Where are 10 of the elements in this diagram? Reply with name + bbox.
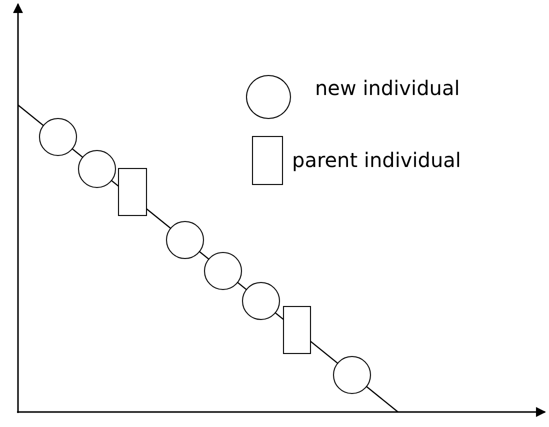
legend-label: parent individual [292, 148, 461, 172]
circle-shape [204, 252, 242, 290]
circle-shape [78, 150, 116, 188]
circle-shape [39, 118, 77, 156]
circle-shape [166, 221, 204, 259]
rectangle-shape [118, 168, 147, 216]
rectangle-shape [283, 306, 311, 354]
legend-label: new individual [315, 76, 460, 100]
circle-shape [242, 282, 280, 320]
circle-shape [333, 356, 371, 394]
